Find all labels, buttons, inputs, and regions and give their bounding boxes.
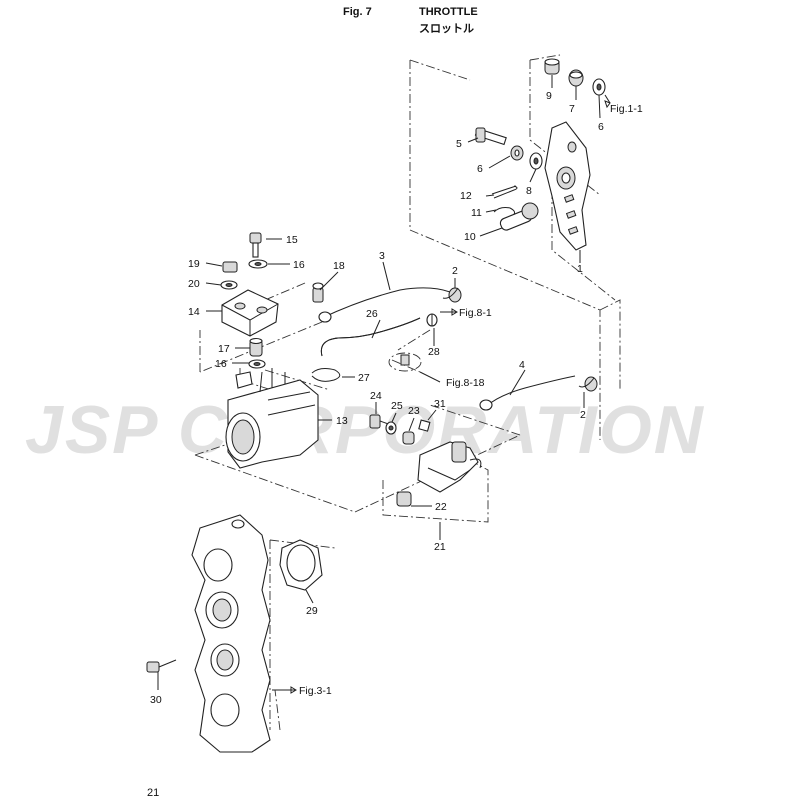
bolt-5 bbox=[474, 127, 507, 146]
link-joint-10 bbox=[499, 202, 539, 231]
page-number: 21 bbox=[147, 787, 160, 799]
nut-19 bbox=[222, 261, 238, 273]
washer-6-top bbox=[592, 78, 606, 96]
hose-end-ring bbox=[388, 352, 422, 372]
page-header: Fig. 7 THROTTLE スロットル bbox=[0, 0, 800, 40]
callout-27: 27 bbox=[358, 372, 370, 384]
intake-manifold bbox=[191, 514, 271, 753]
callout-28: 28 bbox=[428, 346, 440, 358]
ball-joint-2-lower bbox=[578, 376, 598, 392]
washer-25 bbox=[385, 421, 397, 435]
figure-title-japanese: スロットル bbox=[419, 23, 474, 35]
callout-26: 26 bbox=[366, 308, 378, 320]
callout-7: 7 bbox=[569, 103, 575, 115]
clip-27 bbox=[311, 368, 341, 382]
hose-26 bbox=[320, 317, 421, 357]
plate-31 bbox=[418, 419, 431, 432]
callout-4: 4 bbox=[519, 359, 525, 371]
callout-9: 9 bbox=[546, 90, 552, 102]
throttle-lever bbox=[544, 121, 591, 251]
callout-30: 30 bbox=[150, 694, 162, 706]
washer-16-lower bbox=[248, 359, 266, 369]
watermark: JSP CORPORATION bbox=[25, 392, 705, 468]
callout-12: 12 bbox=[460, 190, 472, 202]
collar-9 bbox=[544, 58, 560, 75]
sensor-assembly-21 bbox=[417, 441, 482, 493]
callout-23: 23 bbox=[408, 405, 420, 417]
callout-8: 8 bbox=[526, 185, 532, 197]
collar-17 bbox=[249, 337, 263, 357]
callout-3: 3 bbox=[379, 250, 385, 262]
ref-fig-8-18: Fig.8-18 bbox=[446, 377, 485, 389]
bolt-30 bbox=[146, 659, 177, 673]
cotter-pin-12 bbox=[491, 185, 518, 199]
figure-number: Fig. 7 bbox=[343, 6, 372, 18]
callout-6: 6 bbox=[477, 163, 483, 175]
reference-arrows bbox=[290, 100, 611, 694]
ref-fig-3-1: Fig.3-1 bbox=[299, 685, 332, 697]
callout-labels: 9 7 6 Fig.1-1 5 6 8 12 11 10 1 2 3 18 26… bbox=[150, 90, 643, 706]
callout-24: 24 bbox=[370, 390, 382, 402]
callout-29: 29 bbox=[306, 605, 318, 617]
ref-fig-1-1: Fig.1-1 bbox=[610, 103, 643, 115]
callout-13: 13 bbox=[336, 415, 348, 427]
callout-20: 20 bbox=[188, 278, 200, 290]
ref-fig-8-1: Fig.8-1 bbox=[459, 307, 492, 319]
callout-25: 25 bbox=[391, 400, 403, 412]
washer-6 bbox=[510, 145, 524, 161]
callout-16-upper: 16 bbox=[293, 259, 305, 271]
callout-22: 22 bbox=[435, 501, 447, 513]
bracket-14 bbox=[221, 289, 279, 337]
clip-11 bbox=[493, 207, 516, 217]
figure-title: THROTTLE bbox=[419, 6, 478, 18]
clamp-28 bbox=[426, 313, 438, 327]
bushing-7 bbox=[568, 69, 584, 87]
callout-19: 19 bbox=[188, 258, 200, 270]
throttle-rod-3 bbox=[318, 287, 451, 323]
callout-5: 5 bbox=[456, 138, 462, 150]
collar-23 bbox=[402, 431, 415, 445]
throttle-rod-4 bbox=[479, 375, 576, 411]
washer-20 bbox=[220, 280, 238, 290]
grommet-22 bbox=[396, 491, 412, 507]
callout-6-top: 6 bbox=[598, 121, 604, 133]
leader-lines bbox=[157, 75, 611, 691]
callout-2-lower: 2 bbox=[580, 409, 586, 421]
callout-17: 17 bbox=[218, 343, 230, 355]
callout-21: 21 bbox=[434, 541, 446, 553]
callout-18: 18 bbox=[333, 260, 345, 272]
washer-16-upper bbox=[248, 259, 268, 269]
callout-31: 31 bbox=[434, 398, 446, 410]
ball-stud-18 bbox=[312, 282, 324, 303]
callout-16-lower: 16 bbox=[215, 358, 227, 370]
washer-8 bbox=[529, 152, 543, 170]
throttle-body-13 bbox=[225, 368, 319, 469]
callout-11: 11 bbox=[471, 207, 482, 219]
gasket-29 bbox=[279, 539, 323, 591]
callout-1: 1 bbox=[577, 263, 583, 275]
callout-14: 14 bbox=[188, 306, 200, 318]
callout-10: 10 bbox=[464, 231, 476, 243]
ball-joint-2-upper bbox=[442, 287, 462, 303]
bolt-15 bbox=[249, 232, 262, 258]
callout-2-upper: 2 bbox=[452, 265, 458, 277]
callout-15: 15 bbox=[286, 234, 298, 246]
